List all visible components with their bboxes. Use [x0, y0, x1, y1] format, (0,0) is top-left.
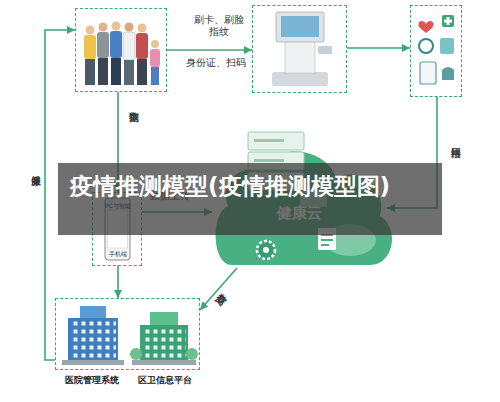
- building-windows: [70, 321, 116, 359]
- legs: [85, 59, 95, 85]
- cross-bar: [444, 20, 452, 23]
- edge-note: 身份证、扫码: [186, 57, 246, 69]
- kiosk-base: [272, 72, 328, 86]
- clipboard: [420, 62, 436, 84]
- watermark-banner: 疫情推测模型(疫情推测模型图): [58, 163, 442, 235]
- stethoscope-bell: [442, 67, 454, 80]
- people-box: [75, 8, 167, 92]
- building-windows: [142, 328, 186, 358]
- kiosk-machine: [272, 12, 332, 86]
- server-unit: [248, 132, 304, 150]
- building-top: [80, 306, 106, 320]
- server-slot: [254, 159, 284, 162]
- medical-icons: [418, 15, 454, 84]
- kiosk-screen: [281, 16, 319, 37]
- medicine-bottle: [440, 38, 454, 54]
- heart-icon: [418, 21, 433, 33]
- kiosk-column: [285, 40, 315, 73]
- node-text: 区卫信息平台: [123, 375, 207, 386]
- gear-hub: [263, 247, 269, 253]
- building-base: [132, 360, 196, 365]
- body: [84, 35, 96, 59]
- stethoscope: [419, 39, 433, 53]
- district-building: [130, 312, 198, 365]
- building-base: [62, 360, 124, 365]
- card-reader: [318, 46, 332, 54]
- head: [138, 24, 147, 33]
- icon-box: [410, 5, 462, 97]
- document-line: [321, 239, 333, 241]
- body: [150, 49, 160, 67]
- flow-arrow: [167, 49, 252, 51]
- head: [125, 23, 134, 32]
- head: [112, 22, 121, 31]
- head: [86, 26, 95, 35]
- document-line: [321, 244, 329, 246]
- flow-arrow: [347, 47, 410, 49]
- people-group: [84, 22, 160, 86]
- server-slot: [254, 139, 284, 142]
- legs: [111, 58, 121, 85]
- edge-label: 数据交换: [226, 286, 234, 294]
- hospital-building: [62, 306, 124, 365]
- body: [123, 32, 135, 60]
- flow-arrow: [200, 268, 237, 310]
- kiosk-box: [252, 5, 347, 93]
- legs: [151, 67, 159, 85]
- building-top: [150, 312, 178, 326]
- legs: [137, 59, 147, 85]
- building-body: [140, 325, 188, 361]
- hospital-node: 医院管理系统: [56, 301, 128, 389]
- flow-arrow: [117, 266, 119, 298]
- watermark-title: 疫情推测模型(疫情推测模型图): [70, 173, 432, 201]
- legs: [124, 60, 134, 85]
- system-group: 医院管理系统区卫信息平台: [55, 298, 200, 370]
- node-text: 医院管理系统: [50, 375, 134, 386]
- kiosk-head: [276, 12, 324, 42]
- building-body: [68, 318, 118, 362]
- edge-label: 刷卡、刷脸 指纹: [190, 14, 248, 38]
- body: [136, 33, 148, 59]
- gear-icon: [257, 241, 275, 259]
- legs: [98, 58, 108, 85]
- body: [110, 31, 122, 58]
- head: [151, 40, 159, 48]
- cross-badge: [442, 15, 454, 27]
- node-text: 手机端: [101, 250, 135, 257]
- head: [99, 23, 108, 32]
- body: [97, 32, 109, 58]
- tree: [130, 348, 142, 360]
- tree: [186, 348, 198, 360]
- district-node: 区卫信息平台: [129, 301, 201, 389]
